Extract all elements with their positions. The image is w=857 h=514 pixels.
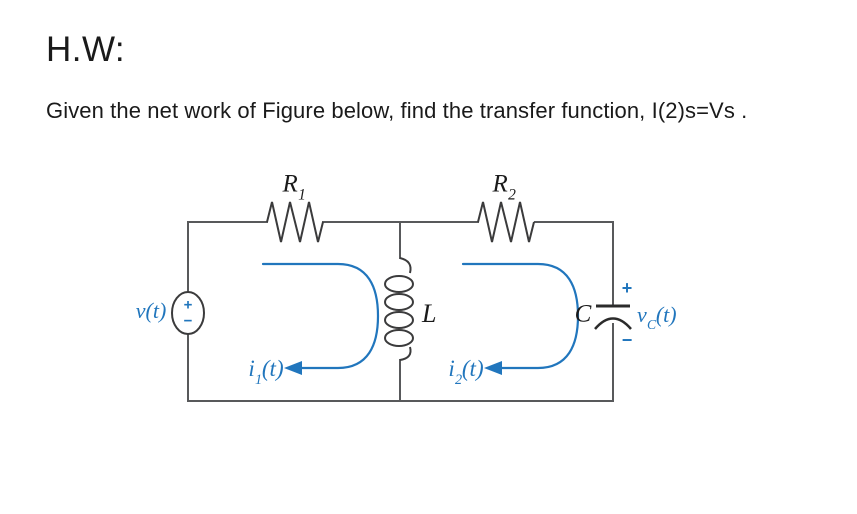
- inductor-label: L: [422, 299, 437, 328]
- loop-current-i1-arrow: [261, 262, 380, 375]
- loop-current-i1-label: i1(t): [248, 356, 284, 388]
- capacitor-voltage-label: vC(t): [637, 301, 677, 333]
- inductor-symbol: [384, 257, 414, 361]
- voltage-source-symbol: [171, 291, 205, 335]
- capacitor-plus-sign: +: [621, 278, 633, 298]
- loop-current-i2-arrow: [461, 262, 580, 375]
- resistor-r1-label: R1: [282, 170, 306, 204]
- loop-current-i2-label: i2(t): [448, 356, 484, 388]
- source-minus-sign: −: [183, 312, 193, 330]
- resistor-r1-symbol: [266, 201, 324, 243]
- source-voltage-label: v(t): [135, 298, 167, 323]
- capacitor-label: C: [574, 300, 592, 328]
- circuit-wires: [187, 221, 614, 402]
- resistor-r2-symbol: [477, 201, 535, 243]
- capacitor-symbol: [594, 304, 632, 330]
- i2-arrowhead: [484, 361, 502, 375]
- page-title: H.W:: [46, 30, 126, 69]
- source-plus-sign: +: [183, 296, 193, 314]
- i1-arrowhead: [284, 361, 302, 375]
- resistor-r2-label: R2: [492, 170, 516, 204]
- problem-statement: Given the net work of Figure below, find…: [46, 98, 748, 123]
- capacitor-minus-sign: −: [621, 330, 633, 350]
